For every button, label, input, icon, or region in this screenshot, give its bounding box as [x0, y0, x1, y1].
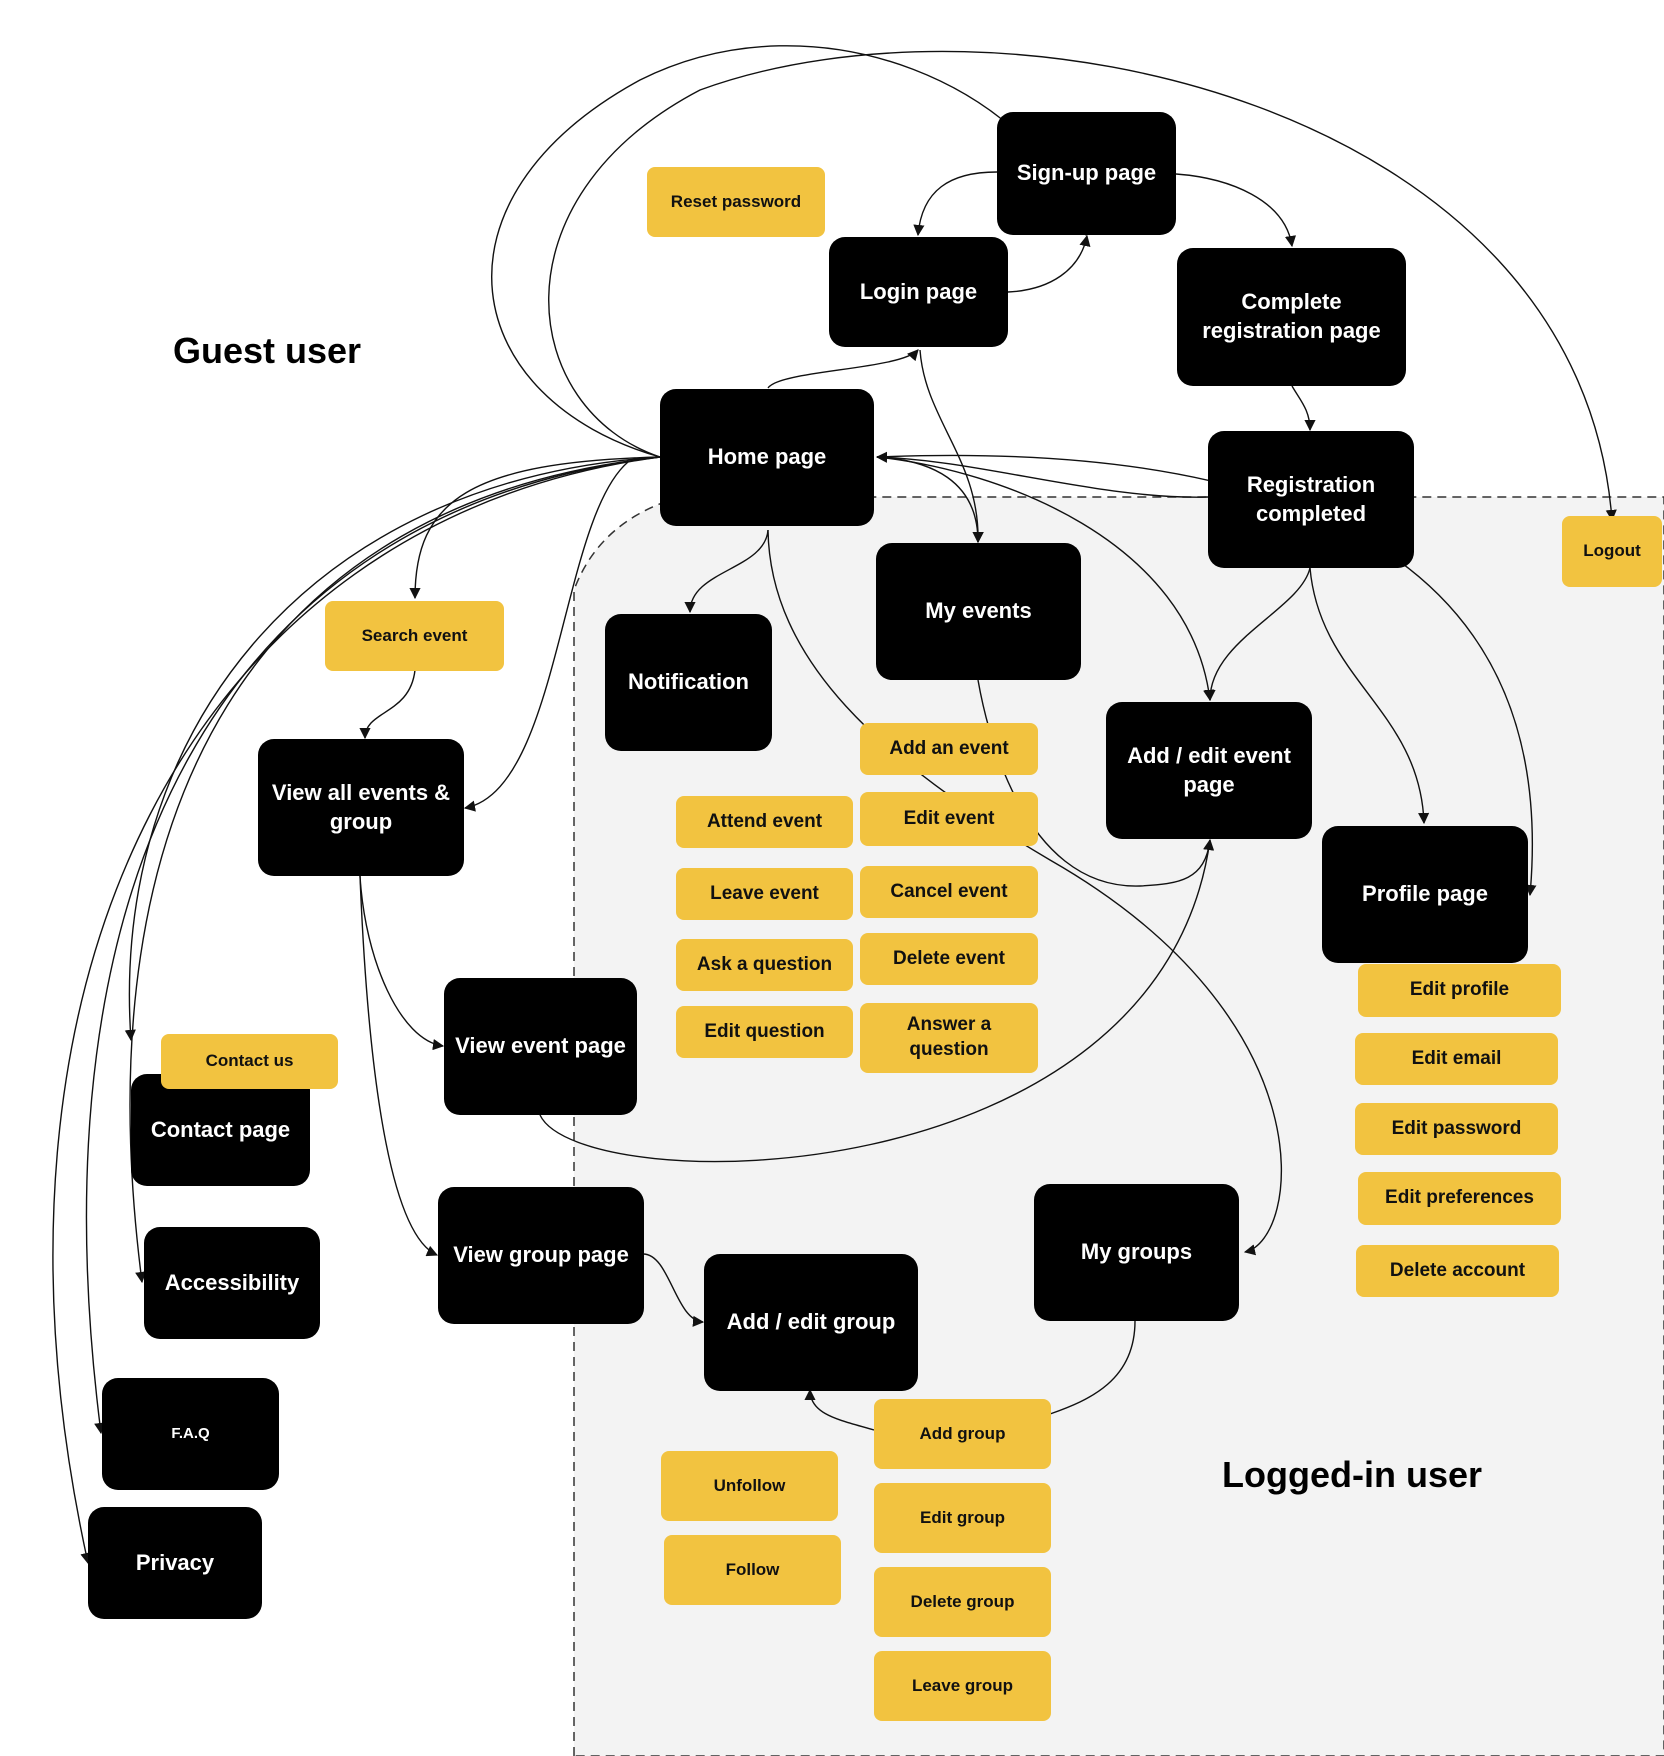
accessibility-page[interactable]: Accessibility: [144, 1227, 320, 1339]
edit-profile-action[interactable]: Edit profile: [1358, 964, 1561, 1017]
edit-preferences-action[interactable]: Edit preferences: [1358, 1172, 1561, 1225]
unfollow-action[interactable]: Unfollow: [661, 1451, 838, 1521]
edit-password-action[interactable]: Edit password: [1355, 1103, 1558, 1155]
view-group-page[interactable]: View group page: [438, 1187, 644, 1324]
complete-registration-page[interactable]: Complete registration page: [1177, 248, 1406, 386]
edit-question-action[interactable]: Edit question: [676, 1006, 853, 1058]
faq-page[interactable]: F.A.Q: [102, 1378, 279, 1490]
cancel-event-action[interactable]: Cancel event: [860, 866, 1038, 918]
add-edit-event-page[interactable]: Add / edit event page: [1106, 702, 1312, 839]
delete-event-action[interactable]: Delete event: [860, 933, 1038, 985]
edit-email-action[interactable]: Edit email: [1355, 1033, 1558, 1085]
delete-account-action[interactable]: Delete account: [1356, 1245, 1559, 1297]
edit-event-action[interactable]: Edit event: [860, 792, 1038, 846]
attend-event-action[interactable]: Attend event: [676, 796, 853, 848]
logout-action[interactable]: Logout: [1562, 516, 1662, 587]
answer-a-question-action[interactable]: Answer a question: [860, 1003, 1038, 1073]
leave-group-action[interactable]: Leave group: [874, 1651, 1051, 1721]
view-all-events-group-page[interactable]: View all events & group: [258, 739, 464, 876]
my-groups-page[interactable]: My groups: [1034, 1184, 1239, 1321]
reset-password-action[interactable]: Reset password: [647, 167, 825, 237]
signup-page[interactable]: Sign-up page: [997, 112, 1176, 235]
delete-group-action[interactable]: Delete group: [874, 1567, 1051, 1637]
privacy-page[interactable]: Privacy: [88, 1507, 262, 1619]
contact-us-action[interactable]: Contact us: [161, 1034, 338, 1089]
home-page[interactable]: Home page: [660, 389, 874, 526]
contact-page[interactable]: Contact page: [131, 1074, 310, 1186]
view-event-page[interactable]: View event page: [444, 978, 637, 1115]
add-edit-group-page[interactable]: Add / edit group: [704, 1254, 918, 1391]
logged-in-user-label: Logged-in user: [1222, 1454, 1482, 1495]
add-an-event-action[interactable]: Add an event: [860, 723, 1038, 775]
add-group-action[interactable]: Add group: [874, 1399, 1051, 1469]
leave-event-action[interactable]: Leave event: [676, 868, 853, 920]
profile-page[interactable]: Profile page: [1322, 826, 1528, 963]
ask-a-question-action[interactable]: Ask a question: [676, 939, 853, 991]
login-page[interactable]: Login page: [829, 237, 1008, 347]
search-event-action[interactable]: Search event: [325, 601, 504, 671]
registration-completed-page[interactable]: Registration completed: [1208, 431, 1414, 568]
guest-user-label: Guest user: [173, 330, 362, 371]
follow-action[interactable]: Follow: [664, 1535, 841, 1605]
edit-group-action[interactable]: Edit group: [874, 1483, 1051, 1553]
my-events-page[interactable]: My events: [876, 543, 1081, 680]
notification-page[interactable]: Notification: [605, 614, 772, 751]
